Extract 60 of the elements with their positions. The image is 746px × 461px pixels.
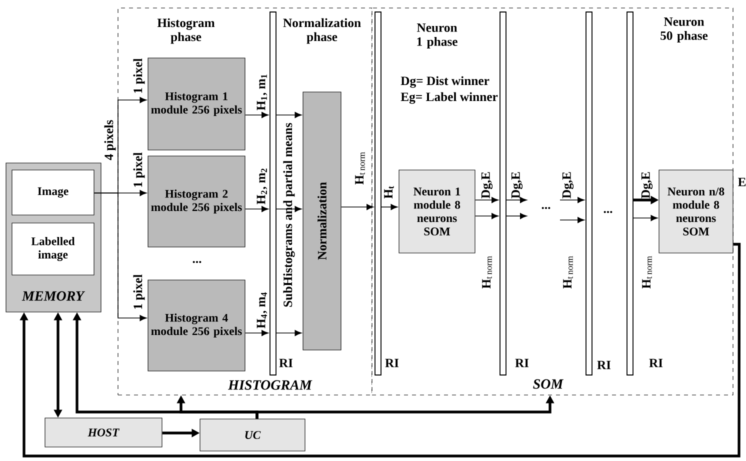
arrow [244,330,268,336]
arrow [474,197,498,203]
ellipsis: ... [542,206,550,210]
signal-label: 4 pixels [104,120,116,160]
storage-box: Image [12,170,94,216]
control-box: HOST [44,418,162,448]
edge-label: 1 pixel [133,274,145,309]
arrow [276,112,302,118]
edge-label: Dg,E [641,172,653,198]
control-box: UC [200,418,306,452]
storage-box: Labelled image [12,222,94,276]
edge-label: $\mathbf{H}_{\mathrm{t\,norm}}$ [355,152,365,185]
arrow [276,330,302,336]
edge-label: Dg,E [562,172,574,198]
edge-label: Dg,E [511,172,523,198]
register-bar [500,12,506,376]
module-box: Histogram 4 module 256 pixels [148,280,246,372]
legend-note: Dg= Dist winner [400,76,490,88]
ellipsis: ... [192,260,202,264]
arrow [276,206,302,212]
edge-label: H$_{4}$, m$_{4}$ [256,292,268,328]
register-bar [374,12,382,376]
phase-heading: Normalization phase [283,18,361,44]
register-bar [270,12,276,376]
register-label: RI [385,358,399,368]
edge-label: H$_{2}$, m$_{2}$ [256,168,268,204]
edge-label: Dg,E [481,172,493,198]
signal-label: $\mathbf{H}_{\mathrm{t\,norm}}$ [482,256,492,289]
arrow [560,217,584,223]
neuron-box: Neuron 1 module 8 neurons SOM [398,170,476,254]
edge-label: H$_{t}$ [384,186,394,199]
register-label: RI [279,358,293,368]
edge-label: H$_{1}$, m$_{1}$ [256,74,268,110]
arrow [20,242,741,458]
signal-label: SubHistograms and partial means [283,122,295,307]
arrow [94,192,147,321]
arrow [340,204,374,210]
register-bar [626,12,634,376]
register-label: RI [597,360,611,370]
edge-label: 1 pixel [133,58,145,93]
module-box: Normalization [302,92,342,350]
module-box: Histogram 2 module 256 pixels [148,156,246,248]
neuron-box: Neuron n/8 module 8 neurons SOM [658,170,734,254]
arrow [633,215,658,221]
arrow [474,213,498,219]
register-label: RI [515,358,529,368]
arrow [244,112,268,118]
register-label: RI [649,358,663,368]
arrow [244,206,268,212]
arrow [506,213,527,219]
edge-label: 1 pixel [133,152,145,187]
module-box: Histogram 1 module 256 pixels [148,58,246,150]
register-bar [586,12,592,376]
arrow [381,204,398,210]
phase-heading: Neuron 1 phase [416,24,458,48]
arrow [560,197,584,203]
phase-heading: Histogram phase [157,18,215,44]
signal-label: $\mathbf{H}_{\mathrm{t\,norm}}$ [642,256,652,289]
arrow [506,197,527,203]
ellipsis: ... [604,210,612,214]
